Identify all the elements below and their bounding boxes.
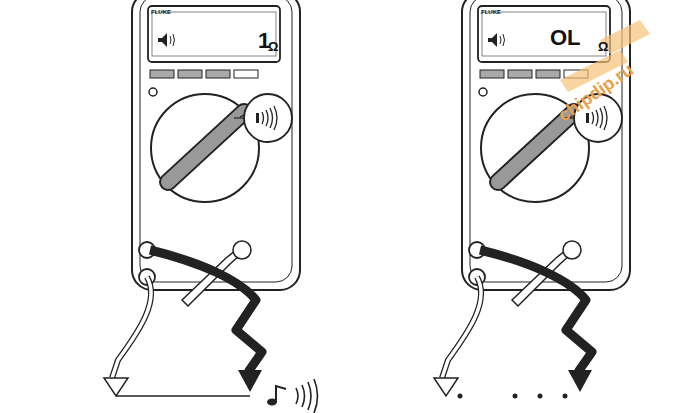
beep-symbol [267,379,318,413]
brand-label: FLUKE [151,9,171,15]
open-circuit-dots [458,394,568,399]
meter-right [434,0,630,396]
meter-left [104,0,300,396]
unit-symbol: Ω [268,40,278,53]
test-wire [116,395,250,397]
brand-label: FLUKE [481,9,501,15]
unit-symbol: Ω [598,40,608,53]
display-reading: OL [550,27,581,49]
